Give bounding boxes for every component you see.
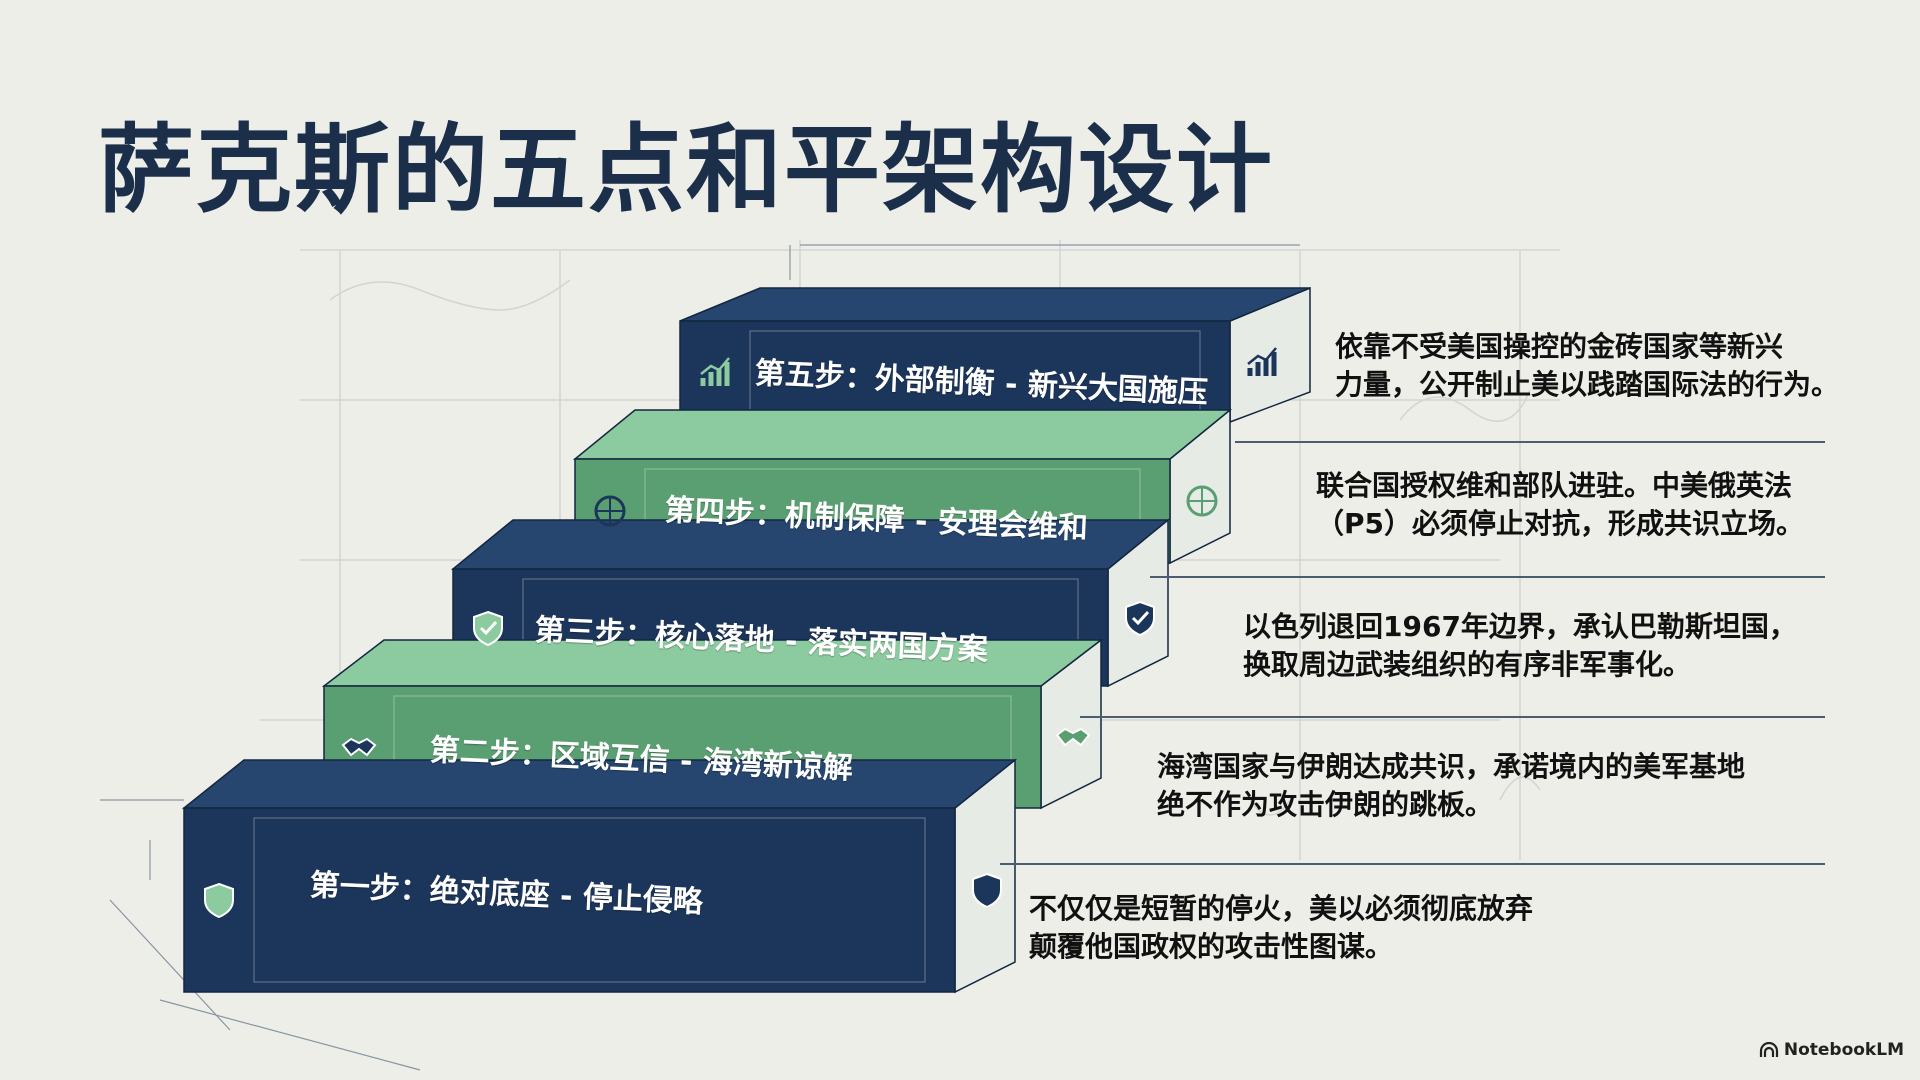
step-panel-outline bbox=[253, 817, 926, 983]
shield-icon bbox=[199, 880, 239, 924]
growth-chart-icon bbox=[695, 352, 735, 396]
description-line: 换取周边武装组织的有序非军事化。 bbox=[1243, 648, 1692, 681]
description-line: 联合国授权维和部队进驻。中美俄英法 bbox=[1316, 469, 1793, 502]
side-shield-icon bbox=[967, 870, 1007, 914]
step-2-description: 海湾国家与伊朗达成共识，承诺境内的美军基地绝不作为攻击伊朗的跳板。 bbox=[1157, 748, 1745, 824]
step-3-description: 以色列退回1967年边界，承认巴勒斯坦国， 换取周边武装组织的有序非军事化。 bbox=[1243, 608, 1797, 684]
side-un-emblem-icon bbox=[1182, 481, 1222, 525]
description-line: 力量，公开制止美以践踏国际法的行为。 bbox=[1335, 368, 1840, 401]
description-line: 颠覆他国政权的攻击性图谋。 bbox=[1029, 930, 1394, 963]
step-top-face bbox=[572, 409, 1233, 460]
step-5-block bbox=[679, 286, 1311, 424]
description-line: 不仅仅是短暂的停火，美以必须彻底放弃 bbox=[1029, 892, 1534, 925]
description-line: （P5）必须停止对抗，形成共识立场。 bbox=[1316, 507, 1805, 540]
section-divider bbox=[1235, 441, 1825, 443]
notebooklm-logo-icon bbox=[1759, 1042, 1778, 1057]
step-front-face bbox=[183, 807, 956, 993]
description-line: 以色列退回1967年边界，承认巴勒斯坦国， bbox=[1243, 610, 1797, 643]
description-line: 绝不作为攻击伊朗的跳板。 bbox=[1157, 788, 1494, 821]
perspective-lines bbox=[100, 244, 1300, 1071]
handshake-icon bbox=[339, 727, 379, 771]
step-4-description: 联合国授权维和部队进驻。中美俄英法 （P5）必须停止对抗，形成共识立场。 bbox=[1316, 467, 1804, 543]
section-divider bbox=[1150, 576, 1825, 578]
side-handshake-icon bbox=[1053, 717, 1093, 761]
section-divider bbox=[1000, 863, 1825, 865]
shield-check-icon bbox=[468, 608, 508, 652]
page-title: 萨克斯的五点和平架构设计 bbox=[98, 113, 1274, 226]
step-5-description: 依靠不受美国操控的金砖国家等新兴力量，公开制止美以践踏国际法的行为。 bbox=[1335, 328, 1839, 404]
step-top-face bbox=[679, 287, 1311, 322]
side-shield-check-icon bbox=[1120, 598, 1160, 642]
section-divider bbox=[1080, 716, 1825, 718]
side-growth-chart-icon bbox=[1242, 342, 1282, 386]
description-line: 海湾国家与伊朗达成共识，承诺境内的美军基地 bbox=[1157, 750, 1746, 783]
un-emblem-icon bbox=[590, 491, 630, 535]
step-1-description: 不仅仅是短暂的停火，美以必须彻底放弃颠覆他国政权的攻击性图谋。 bbox=[1029, 890, 1533, 966]
notebooklm-watermark: NotebookLM bbox=[1759, 1040, 1904, 1060]
watermark-text: NotebookLM bbox=[1783, 1040, 1904, 1060]
description-line: 依靠不受美国操控的金砖国家等新兴 bbox=[1335, 330, 1784, 363]
